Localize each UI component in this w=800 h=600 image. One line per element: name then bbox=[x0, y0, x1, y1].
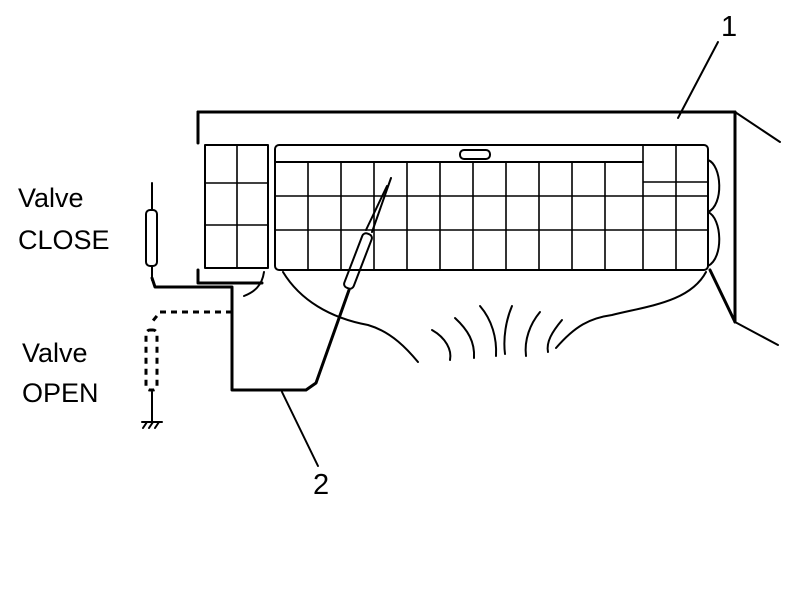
valve-close-label-line2: CLOSE bbox=[18, 225, 110, 255]
airflow-lines bbox=[431, 305, 563, 361]
valve-close-label-line1: Valve bbox=[18, 183, 84, 213]
evaporator-core-left bbox=[204, 144, 269, 269]
callout-2: 2 bbox=[313, 469, 329, 501]
valve-open-label-line2: OPEN bbox=[22, 378, 99, 408]
evaporator-core-main bbox=[274, 144, 709, 271]
drain-slot bbox=[459, 149, 491, 160]
valve-switch-open bbox=[141, 310, 232, 429]
evaporator-housing bbox=[196, 110, 781, 363]
evaporator-coil-bends bbox=[707, 159, 721, 267]
valve-switch-close bbox=[145, 182, 158, 281]
callout-2-leader bbox=[281, 391, 319, 467]
callout-1-leader bbox=[677, 41, 719, 119]
callout-1: 1 bbox=[721, 11, 737, 43]
temperature-sensor bbox=[150, 177, 392, 392]
valve-open-label-line1: Valve bbox=[22, 338, 88, 368]
ground-icon bbox=[141, 421, 163, 429]
